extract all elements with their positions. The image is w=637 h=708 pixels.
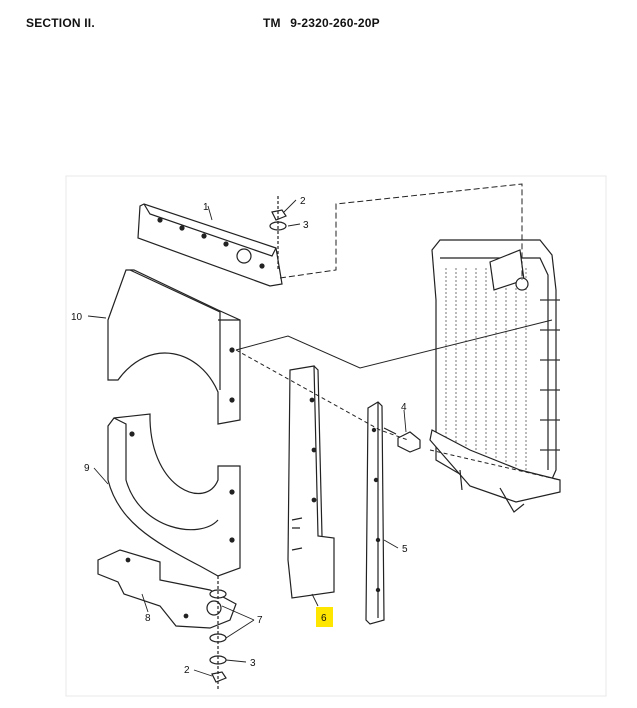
callout-3-lower: 3	[250, 658, 256, 669]
callout-leaders	[87, 199, 407, 677]
part-6-spacer	[287, 365, 335, 599]
callout-10: 10	[71, 312, 83, 323]
part-9-lower-shroud	[107, 413, 241, 577]
section-heading: SECTION II.	[26, 16, 95, 30]
callout-8: 8	[145, 613, 151, 624]
callout-2-upper: 2	[300, 196, 306, 207]
part-4-bolt	[383, 427, 421, 453]
callout-3-upper: 3	[303, 220, 309, 231]
callout-1: 1	[203, 202, 209, 213]
hardware-upper	[269, 196, 287, 270]
part-5-strip	[365, 401, 385, 625]
part-10-upper-shroud	[107, 269, 241, 425]
part-1-upper-bracket	[137, 203, 283, 287]
callout-5: 5	[402, 544, 408, 555]
callout-2-lower: 2	[184, 665, 190, 676]
tm-number: TM 9-2320-260-20P	[263, 16, 380, 30]
callout-9: 9	[84, 463, 90, 474]
radiator-drawing	[429, 239, 561, 513]
callout-6: 6	[321, 613, 327, 624]
assembly-lines	[235, 183, 561, 481]
figure-frame	[65, 175, 607, 697]
hardware-lower	[209, 576, 227, 690]
callout-6-highlight	[316, 607, 333, 627]
callout-7: 7	[257, 615, 263, 626]
callout-4: 4	[401, 402, 407, 413]
